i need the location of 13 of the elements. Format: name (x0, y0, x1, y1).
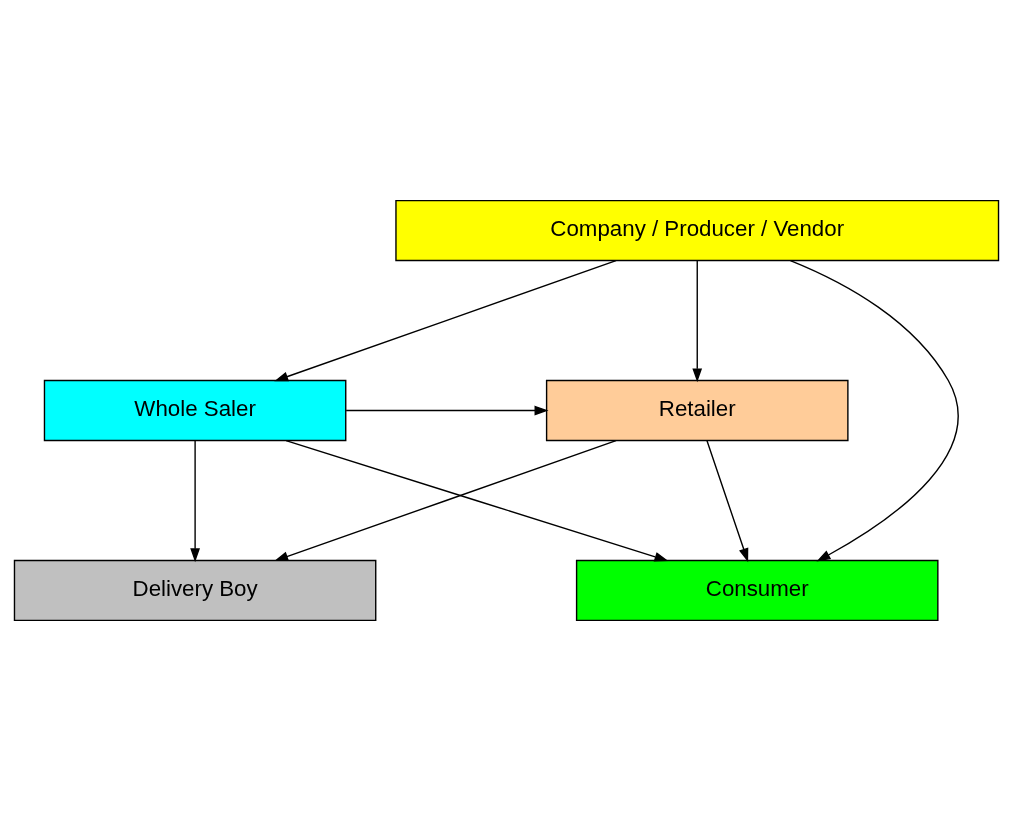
node-box: Delivery Boy (13, 559, 377, 621)
arrow (190, 439, 200, 562)
arrow (274, 439, 617, 561)
arrow (274, 259, 617, 381)
node-box: Whole Saler (43, 379, 347, 441)
arrow (706, 439, 749, 562)
node-box: Consumer (575, 559, 939, 621)
arrow (285, 439, 669, 561)
node-box: Company / Producer / Vendor (395, 199, 1000, 261)
arrow (692, 259, 703, 382)
arrow (789, 259, 959, 561)
node-box: Retailer (545, 379, 849, 441)
arrow (345, 405, 549, 415)
